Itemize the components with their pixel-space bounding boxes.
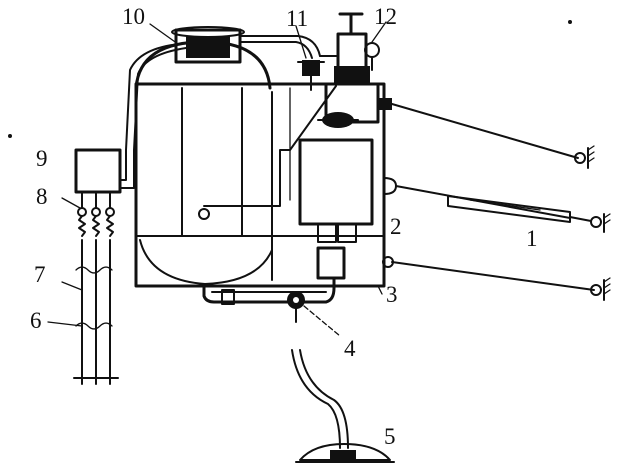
filler-cap — [174, 28, 242, 64]
ground-symbol-top — [574, 145, 595, 169]
label-1: 1 — [526, 226, 538, 251]
valve-body — [302, 60, 320, 76]
terminal-3 — [105, 207, 115, 217]
label-2: 2 — [390, 214, 402, 239]
label-5: 5 — [384, 424, 396, 449]
control-box-outline — [74, 148, 122, 194]
label-3: 3 — [386, 282, 398, 307]
bladder-bottom — [139, 239, 273, 285]
motor-body — [298, 138, 374, 226]
wire-bottom — [391, 261, 595, 291]
right-column — [298, 82, 380, 280]
foot-pedal — [291, 349, 395, 463]
main-tank — [134, 82, 386, 288]
resistor-1 — [78, 215, 86, 237]
cable-tie-upper — [75, 266, 113, 274]
terminal-2 — [91, 207, 101, 217]
label-12: 12 — [374, 4, 397, 29]
tank-outline — [134, 82, 386, 288]
label-10: 10 — [122, 4, 145, 29]
label-6: 6 — [30, 308, 42, 333]
cable-tie-lower — [75, 322, 113, 330]
cable-bundle — [73, 191, 119, 385]
label-7: 7 — [34, 262, 46, 287]
drain-pipe — [202, 276, 336, 304]
lower-pump — [316, 246, 346, 280]
feed-pipe-outer — [119, 43, 181, 181]
ground-symbol-bottom — [590, 277, 611, 301]
filler-rim — [171, 26, 245, 38]
leader-lines — [47, 21, 387, 327]
top-pipe-a — [239, 35, 321, 57]
stray-dot-right — [568, 20, 572, 24]
pedal-base — [299, 443, 391, 461]
drain-assembly — [202, 276, 341, 337]
feed-pipe-inner — [119, 47, 187, 189]
gauge-12 — [364, 42, 380, 71]
top-pipe-b — [239, 41, 313, 59]
pedal-hose-a — [291, 349, 341, 449]
pedal-hose-b — [299, 349, 349, 449]
pedal-plate — [330, 450, 356, 460]
float-linkage — [203, 85, 337, 207]
connector-mid — [383, 177, 397, 195]
valve-leader — [303, 305, 341, 337]
resistor-3 — [106, 215, 114, 237]
probe-tip — [590, 216, 602, 228]
stray-dot-left — [8, 134, 12, 138]
drain-coupling — [221, 289, 235, 305]
wire-top — [391, 103, 579, 159]
control-box — [74, 148, 122, 194]
side-connectors — [378, 98, 397, 268]
float-bladder — [134, 26, 272, 90]
valve-11 — [297, 60, 325, 91]
label-11: 11 — [286, 6, 308, 31]
ground-wires — [391, 103, 611, 301]
label-8: 8 — [36, 184, 48, 209]
label-9: 9 — [36, 146, 48, 171]
connector-top — [378, 98, 392, 110]
pump-base — [334, 66, 370, 84]
pump-assembly — [319, 12, 370, 84]
filler-cap-fill — [186, 36, 230, 58]
float-ball — [198, 208, 210, 220]
label-4: 4 — [344, 336, 356, 361]
terminal-1 — [77, 207, 87, 217]
motor-foot-right — [337, 223, 357, 243]
resistor-2 — [92, 215, 100, 237]
electrode-probe — [447, 195, 611, 233]
probe-body — [447, 195, 571, 223]
motor-foot-left — [317, 223, 337, 243]
